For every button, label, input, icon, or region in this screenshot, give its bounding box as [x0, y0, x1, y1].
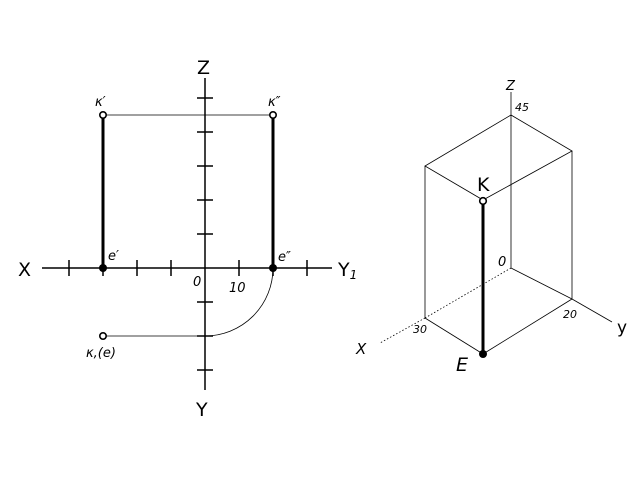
axo-label-x: X: [355, 340, 367, 358]
axo-label-y: y: [617, 318, 627, 338]
axo-dim-z: 45: [515, 101, 529, 114]
axo-dim-x: 30: [413, 323, 427, 336]
axonometric-view: Z 45 K 0 30 20 X y E: [355, 79, 627, 376]
label-e-side: e″: [278, 250, 291, 265]
origin-label: 0: [193, 275, 201, 290]
axo-dim-y: 20: [563, 308, 577, 321]
point-k-front: [99, 111, 108, 120]
axo-origin: 0: [498, 255, 506, 270]
label-k-top: κ,(e): [86, 346, 116, 361]
point-e-front: [99, 264, 107, 272]
axo-label-e: E: [456, 354, 468, 376]
point-k: [478, 196, 488, 206]
point-k-side: [268, 111, 277, 120]
tick-value-label: 10: [229, 281, 246, 296]
axo-label-k: K: [477, 174, 490, 196]
vertical-ticks: [197, 97, 213, 371]
axo-label-z: Z: [505, 79, 516, 94]
axis-label-y: Y: [195, 399, 208, 421]
axis-label-y1: Y1: [337, 259, 357, 282]
point-k-top: [99, 331, 108, 340]
axo-x-axis-hidden: [424, 267, 512, 319]
box-edges: [424, 114, 573, 355]
label-k-side: κ″: [268, 95, 281, 110]
point-e-side: [269, 264, 277, 272]
axo-y-axis: [571, 298, 613, 323]
point-e: [479, 350, 487, 358]
axis-label-y1-subscript: 1: [350, 268, 358, 282]
label-e-front: e′: [108, 249, 119, 264]
axo-x-axis: [379, 317, 426, 344]
label-k-front: κ′: [95, 95, 106, 110]
orthographic-view: X Z Y1 Y 0 10 κ′ κ″ e′ e″ κ,(e): [18, 57, 357, 421]
construction-lines: [103, 114, 274, 337]
axis-label-z: Z: [197, 57, 210, 79]
axis-label-x: X: [18, 259, 31, 281]
